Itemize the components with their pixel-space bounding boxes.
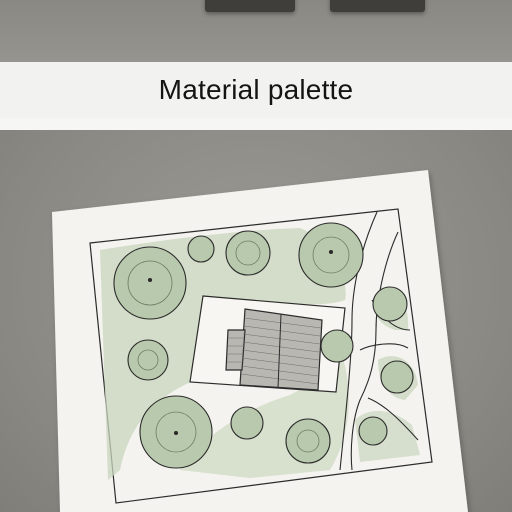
tree bbox=[372, 286, 408, 322]
material-swatch bbox=[205, 0, 295, 12]
tree bbox=[298, 222, 364, 288]
tree bbox=[380, 360, 414, 394]
tree bbox=[139, 395, 213, 469]
tree bbox=[358, 416, 388, 446]
tree bbox=[113, 246, 187, 320]
title-bar: Material palette bbox=[0, 62, 512, 118]
tree bbox=[285, 418, 331, 464]
tree bbox=[127, 339, 169, 381]
material-swatch bbox=[330, 0, 425, 12]
trees bbox=[113, 222, 414, 469]
page-title: Material palette bbox=[158, 74, 354, 105]
palette-photo-strip bbox=[0, 0, 512, 62]
tree bbox=[225, 230, 271, 276]
tree bbox=[320, 329, 354, 363]
divider bbox=[0, 118, 512, 130]
tree bbox=[230, 406, 264, 440]
tree bbox=[187, 235, 215, 263]
house-roof bbox=[225, 308, 323, 391]
